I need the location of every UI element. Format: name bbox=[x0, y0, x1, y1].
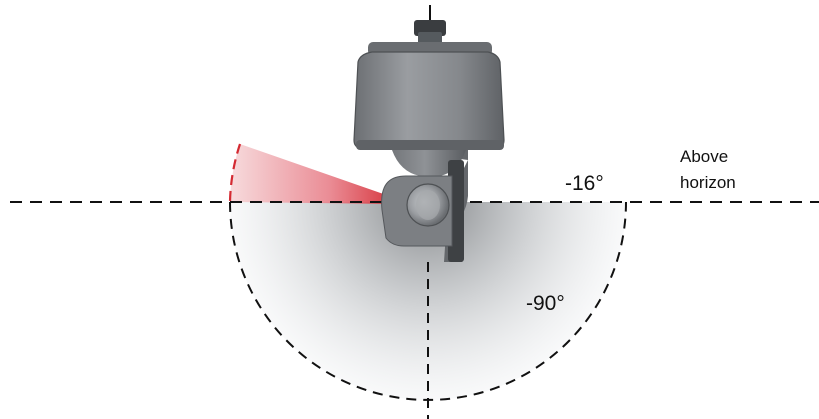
above-horizon-label-line2: horizon bbox=[680, 173, 736, 192]
housing-body bbox=[353, 51, 505, 149]
angle-label-top: -16° bbox=[565, 172, 604, 195]
angle-label-bottom: -90° bbox=[526, 292, 565, 315]
above-horizon-coverage-wedge bbox=[230, 144, 395, 204]
above-horizon-arc bbox=[228, 143, 242, 203]
camera-device bbox=[353, 5, 505, 262]
above-horizon-label-line1: Above bbox=[680, 147, 728, 166]
